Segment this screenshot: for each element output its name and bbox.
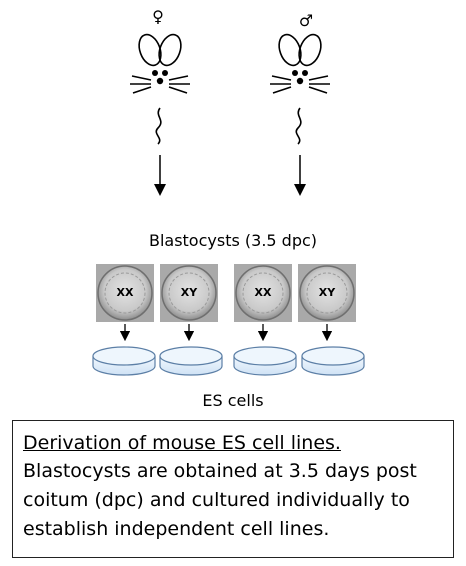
- caption-body: Blastocysts are obtained at 3.5 days pos…: [23, 460, 417, 540]
- culture-dish-icon: [233, 346, 297, 376]
- embryo-genotype-label: XY: [318, 286, 336, 299]
- blastocyst-2: [160, 264, 218, 322]
- caption-box: Derivation of mouse ES cell lines. Blast…: [12, 420, 454, 558]
- male-symbol-icon: ♂: [299, 11, 313, 30]
- mouse-head-icon: [130, 33, 190, 145]
- blastocyst-row: [96, 264, 356, 322]
- culture-dish-icon: [159, 346, 223, 376]
- blastocyst-1: [96, 264, 154, 322]
- male-mouse: ♂: [270, 11, 330, 196]
- dish-arrows: [119, 324, 333, 342]
- female-mouse: ♀: [130, 7, 190, 196]
- culture-dish-icon: [92, 346, 156, 376]
- es-cells-label: ES cells: [202, 391, 264, 410]
- caption-title: Derivation of mouse ES cell lines.: [23, 432, 341, 454]
- mouse-head-icon: [270, 33, 330, 145]
- culture-dish-icon: [301, 346, 365, 376]
- embryo-genotype-label: XX: [254, 286, 272, 299]
- embryo-genotype-label: XY: [180, 286, 198, 299]
- culture-dishes: [92, 346, 365, 376]
- embryo-genotype-label: XX: [116, 286, 134, 299]
- derivation-diagram: ♀ ♂: [92, 7, 365, 376]
- female-symbol-icon: ♀: [152, 7, 164, 26]
- blastocyst-4: [298, 264, 356, 322]
- blastocysts-label: Blastocysts (3.5 dpc): [148, 231, 318, 250]
- blastocyst-3: [234, 264, 292, 322]
